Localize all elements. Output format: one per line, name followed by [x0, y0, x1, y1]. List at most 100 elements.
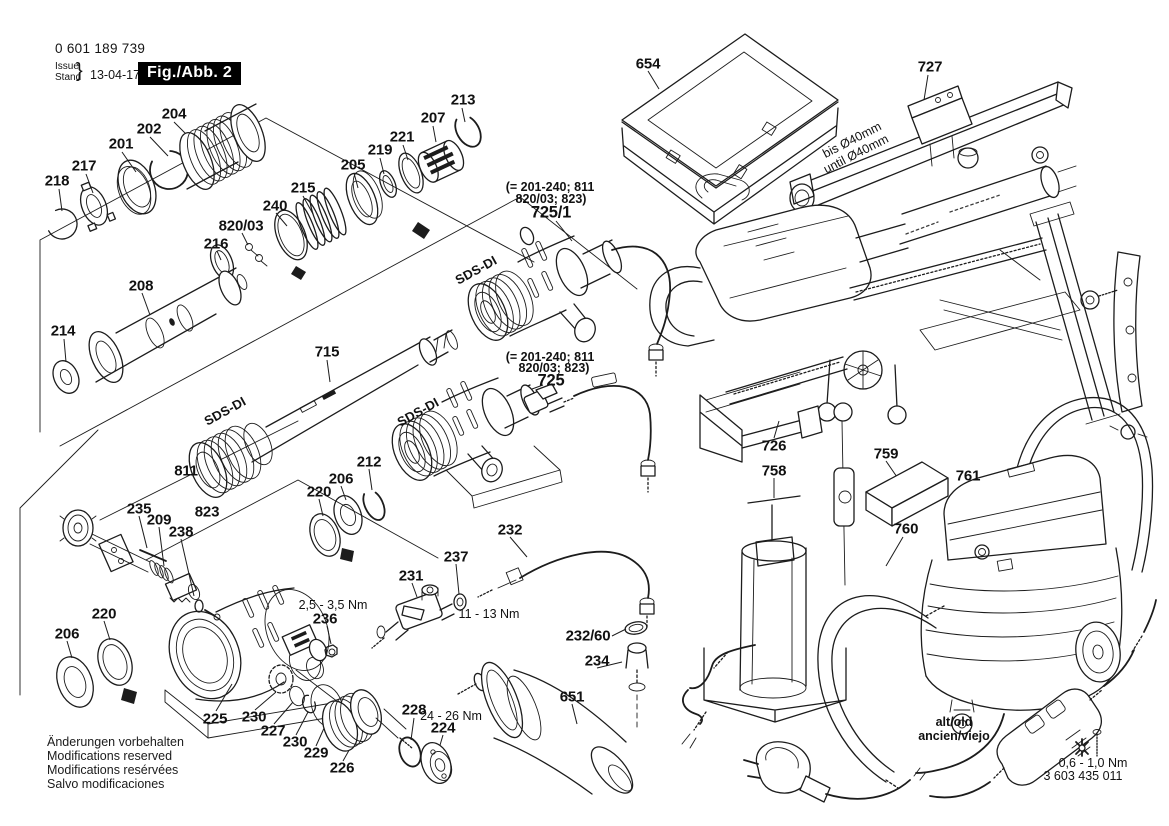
- part-227-washer: [289, 685, 305, 707]
- part-759-box: [865, 461, 949, 527]
- callout-3-603-435-011: 3 603 435 011: [1043, 769, 1123, 783]
- callout-226: 226: [329, 759, 355, 777]
- callout-234: 234: [584, 652, 610, 670]
- part-225-gear-housing: [164, 585, 339, 739]
- part-761-vacuum: [920, 396, 1154, 735]
- callout-221: 221: [389, 128, 415, 146]
- callout-219: 219: [367, 141, 393, 159]
- callout-206: 206: [328, 470, 354, 488]
- callout-237: 237: [443, 548, 469, 566]
- callout-220: 220: [306, 483, 332, 501]
- power-plug-and-cord: [743, 713, 1005, 803]
- part-213-c-ring: [454, 114, 482, 148]
- part-823-gear-shaft: [164, 572, 201, 603]
- part-651-side-handle: [457, 661, 634, 795]
- callout-232: 232: [497, 521, 523, 539]
- issue-date: 13-04-17: [90, 68, 141, 82]
- part-206-cup-b: [56, 656, 137, 708]
- callout-213: 213: [450, 91, 476, 109]
- part-217-lock-ring: [79, 181, 117, 232]
- part-240-ring: [274, 209, 308, 280]
- part-230-snap-ring: [301, 694, 317, 714]
- part-715-adapter-shaft: [188, 329, 458, 498]
- callout-228: 228: [401, 701, 427, 719]
- callout-761: 761: [955, 467, 981, 485]
- callout-201: 201: [108, 135, 134, 153]
- chuck-exploded-group: [46, 103, 482, 394]
- document-number: 0 601 189 739: [55, 41, 146, 56]
- part-236-coupling-nut: [281, 624, 338, 662]
- callout-24-26-nm: 24 - 26 Nm: [420, 709, 482, 723]
- callout-230: 230: [282, 733, 308, 751]
- callout-0-6-1-0-nm: 0,6 - 1,0 Nm: [1058, 756, 1128, 770]
- issue-stand-label: Issue Stand: [55, 61, 82, 83]
- part-207-splined-piece: [417, 139, 465, 183]
- modification-notice: Änderungen vorbehalten Modifications res…: [47, 735, 184, 791]
- torx-screw: [1075, 729, 1102, 757]
- callout-225: 225: [202, 710, 228, 728]
- callout-235: 235: [126, 500, 152, 518]
- part-654-case: [621, 33, 839, 225]
- part-206-cup-a: [333, 495, 363, 562]
- part-204-threaded-sleeve: [179, 103, 266, 190]
- figure-number-badge: Fig./Abb. 2: [138, 62, 242, 85]
- callout-820-03-823-: 820/03; 823): [515, 192, 587, 206]
- callout--201-240-811: (= 201-240; 811: [505, 180, 595, 194]
- part-230-gear-bore: [275, 672, 287, 686]
- callout-715: 715: [314, 343, 340, 361]
- callout-823: 823: [194, 503, 220, 521]
- part-220-ring-b: [97, 638, 133, 686]
- part-219-ring: [379, 170, 397, 198]
- callout-2-5-3-5-nm: 2,5 - 3,5 Nm: [298, 598, 368, 612]
- callout-216: 216: [203, 235, 229, 253]
- part-230-gear: [268, 664, 294, 694]
- gear-unit-group: [56, 489, 634, 795]
- callout-760: 760: [893, 520, 919, 538]
- callout-206: 206: [54, 625, 80, 643]
- part-214-washer: [52, 360, 80, 394]
- notice-en: Modifications reserved: [47, 749, 173, 763]
- callout-218: 218: [44, 172, 70, 190]
- brace-glyph: }: [76, 60, 83, 82]
- callout-725-1: 725/1: [530, 203, 572, 222]
- callout-232-60: 232/60: [565, 627, 611, 645]
- notice-fr: Modifications resérvées: [47, 763, 179, 777]
- callout-207: 207: [420, 109, 446, 127]
- callout-820-03: 820/03: [218, 217, 264, 235]
- part-205-cup: [345, 170, 383, 226]
- callout--201-240-811: (= 201-240; 811: [505, 350, 595, 364]
- part-725-water-swivel: [391, 372, 656, 509]
- part-237-washer: [453, 593, 467, 611]
- part-760-suction-hose: [817, 594, 937, 789]
- notice-de: Änderungen vorbehalten: [47, 735, 184, 749]
- drill-and-stand: [649, 146, 1148, 586]
- part-209-spring: [149, 560, 174, 584]
- callout-820-03-823-: 820/03; 823): [518, 361, 590, 375]
- part-226-collar: [321, 689, 413, 752]
- notice-es: Salvo modificaciones: [47, 777, 165, 791]
- part-208-spline-shaft: [88, 267, 248, 383]
- callout-208: 208: [128, 277, 154, 295]
- callout-alt-old: alt/old: [935, 715, 973, 729]
- part-725-1-water-swivel: [467, 226, 671, 377]
- part-prcd-old-switch: [929, 599, 1157, 799]
- part-220-ring-a: [309, 513, 341, 557]
- part-201-collar: [116, 159, 157, 215]
- callout-205: 205: [340, 156, 366, 174]
- part-215-spring: [295, 187, 347, 250]
- part-218-c-ring: [46, 208, 78, 240]
- part-758-water-tank: [681, 495, 847, 749]
- part-224-flange: [420, 742, 453, 784]
- part-228-o-ring: [398, 736, 422, 768]
- part-231-valve: [371, 584, 455, 649]
- part-234-coupling: [625, 642, 649, 729]
- part-232-60-o-ring: [624, 621, 648, 635]
- callout-209: 209: [146, 511, 172, 529]
- callout-651: 651: [559, 688, 585, 706]
- callout-231: 231: [398, 567, 424, 585]
- callout-811: 811: [174, 462, 198, 480]
- callout-215: 215: [290, 179, 316, 197]
- callout-212: 212: [356, 453, 382, 471]
